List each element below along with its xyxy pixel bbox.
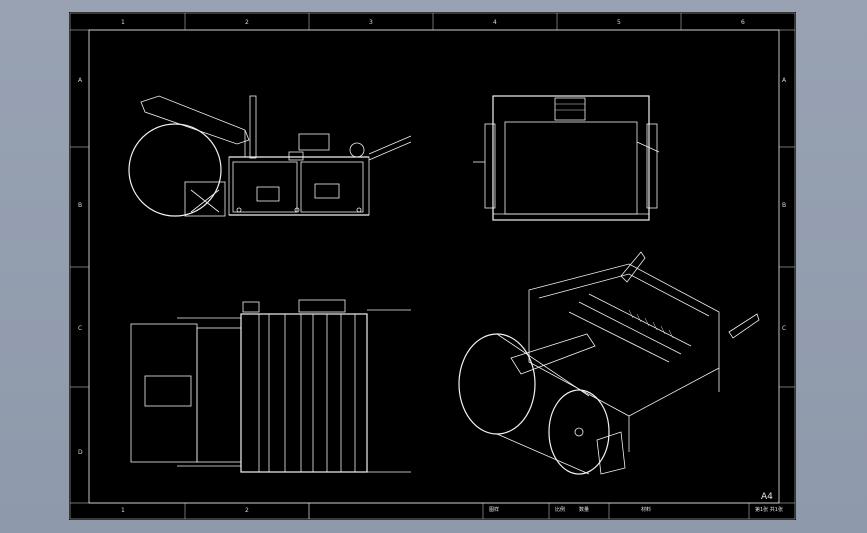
col-label-2: 2 [245, 19, 249, 26]
row-label-a: A [78, 77, 83, 84]
side-view [473, 95, 660, 221]
top-zone-ticks [184, 13, 682, 30]
col-label-3: 3 [369, 19, 373, 26]
drawing-sheet: 1 2 3 4 5 6 1 2 A B C D A B C [69, 12, 796, 520]
front-view [128, 95, 412, 217]
row-label-b: B [78, 202, 82, 209]
title-block-sheet: 第1张 共1张 [755, 506, 783, 513]
title-block-cell-3: 数量 [579, 506, 589, 513]
left-zone-ticks [70, 146, 795, 388]
title-block-cell-4: 材料 [641, 506, 651, 513]
row-label-c: C [78, 325, 82, 332]
title-block-cell-1: 图样 [489, 506, 499, 513]
title-block: 图样 比例 数量 材料 第1张 共1张 [308, 503, 783, 519]
sheet-outer-border [69, 12, 796, 520]
sheet-size-label: A4 [761, 492, 773, 502]
col-label-bottom-2: 2 [245, 507, 249, 514]
col-label-6: 6 [741, 19, 745, 26]
row-label-right-c: C [782, 325, 786, 332]
row-label-right-a: A [782, 77, 787, 84]
top-view [130, 299, 411, 473]
cad-drawing: 1 2 3 4 5 6 1 2 A B C D A B C [69, 12, 796, 520]
col-label-4: 4 [493, 19, 497, 26]
col-label-1: 1 [121, 19, 125, 26]
title-block-cell-2: 比例 [555, 506, 565, 513]
sheet-inner-border [88, 29, 780, 504]
row-label-d: D [78, 449, 83, 456]
row-label-right-b: B [782, 202, 786, 209]
isometric-view [458, 251, 760, 475]
col-label-5: 5 [617, 19, 621, 26]
col-label-bottom-1: 1 [121, 507, 125, 514]
